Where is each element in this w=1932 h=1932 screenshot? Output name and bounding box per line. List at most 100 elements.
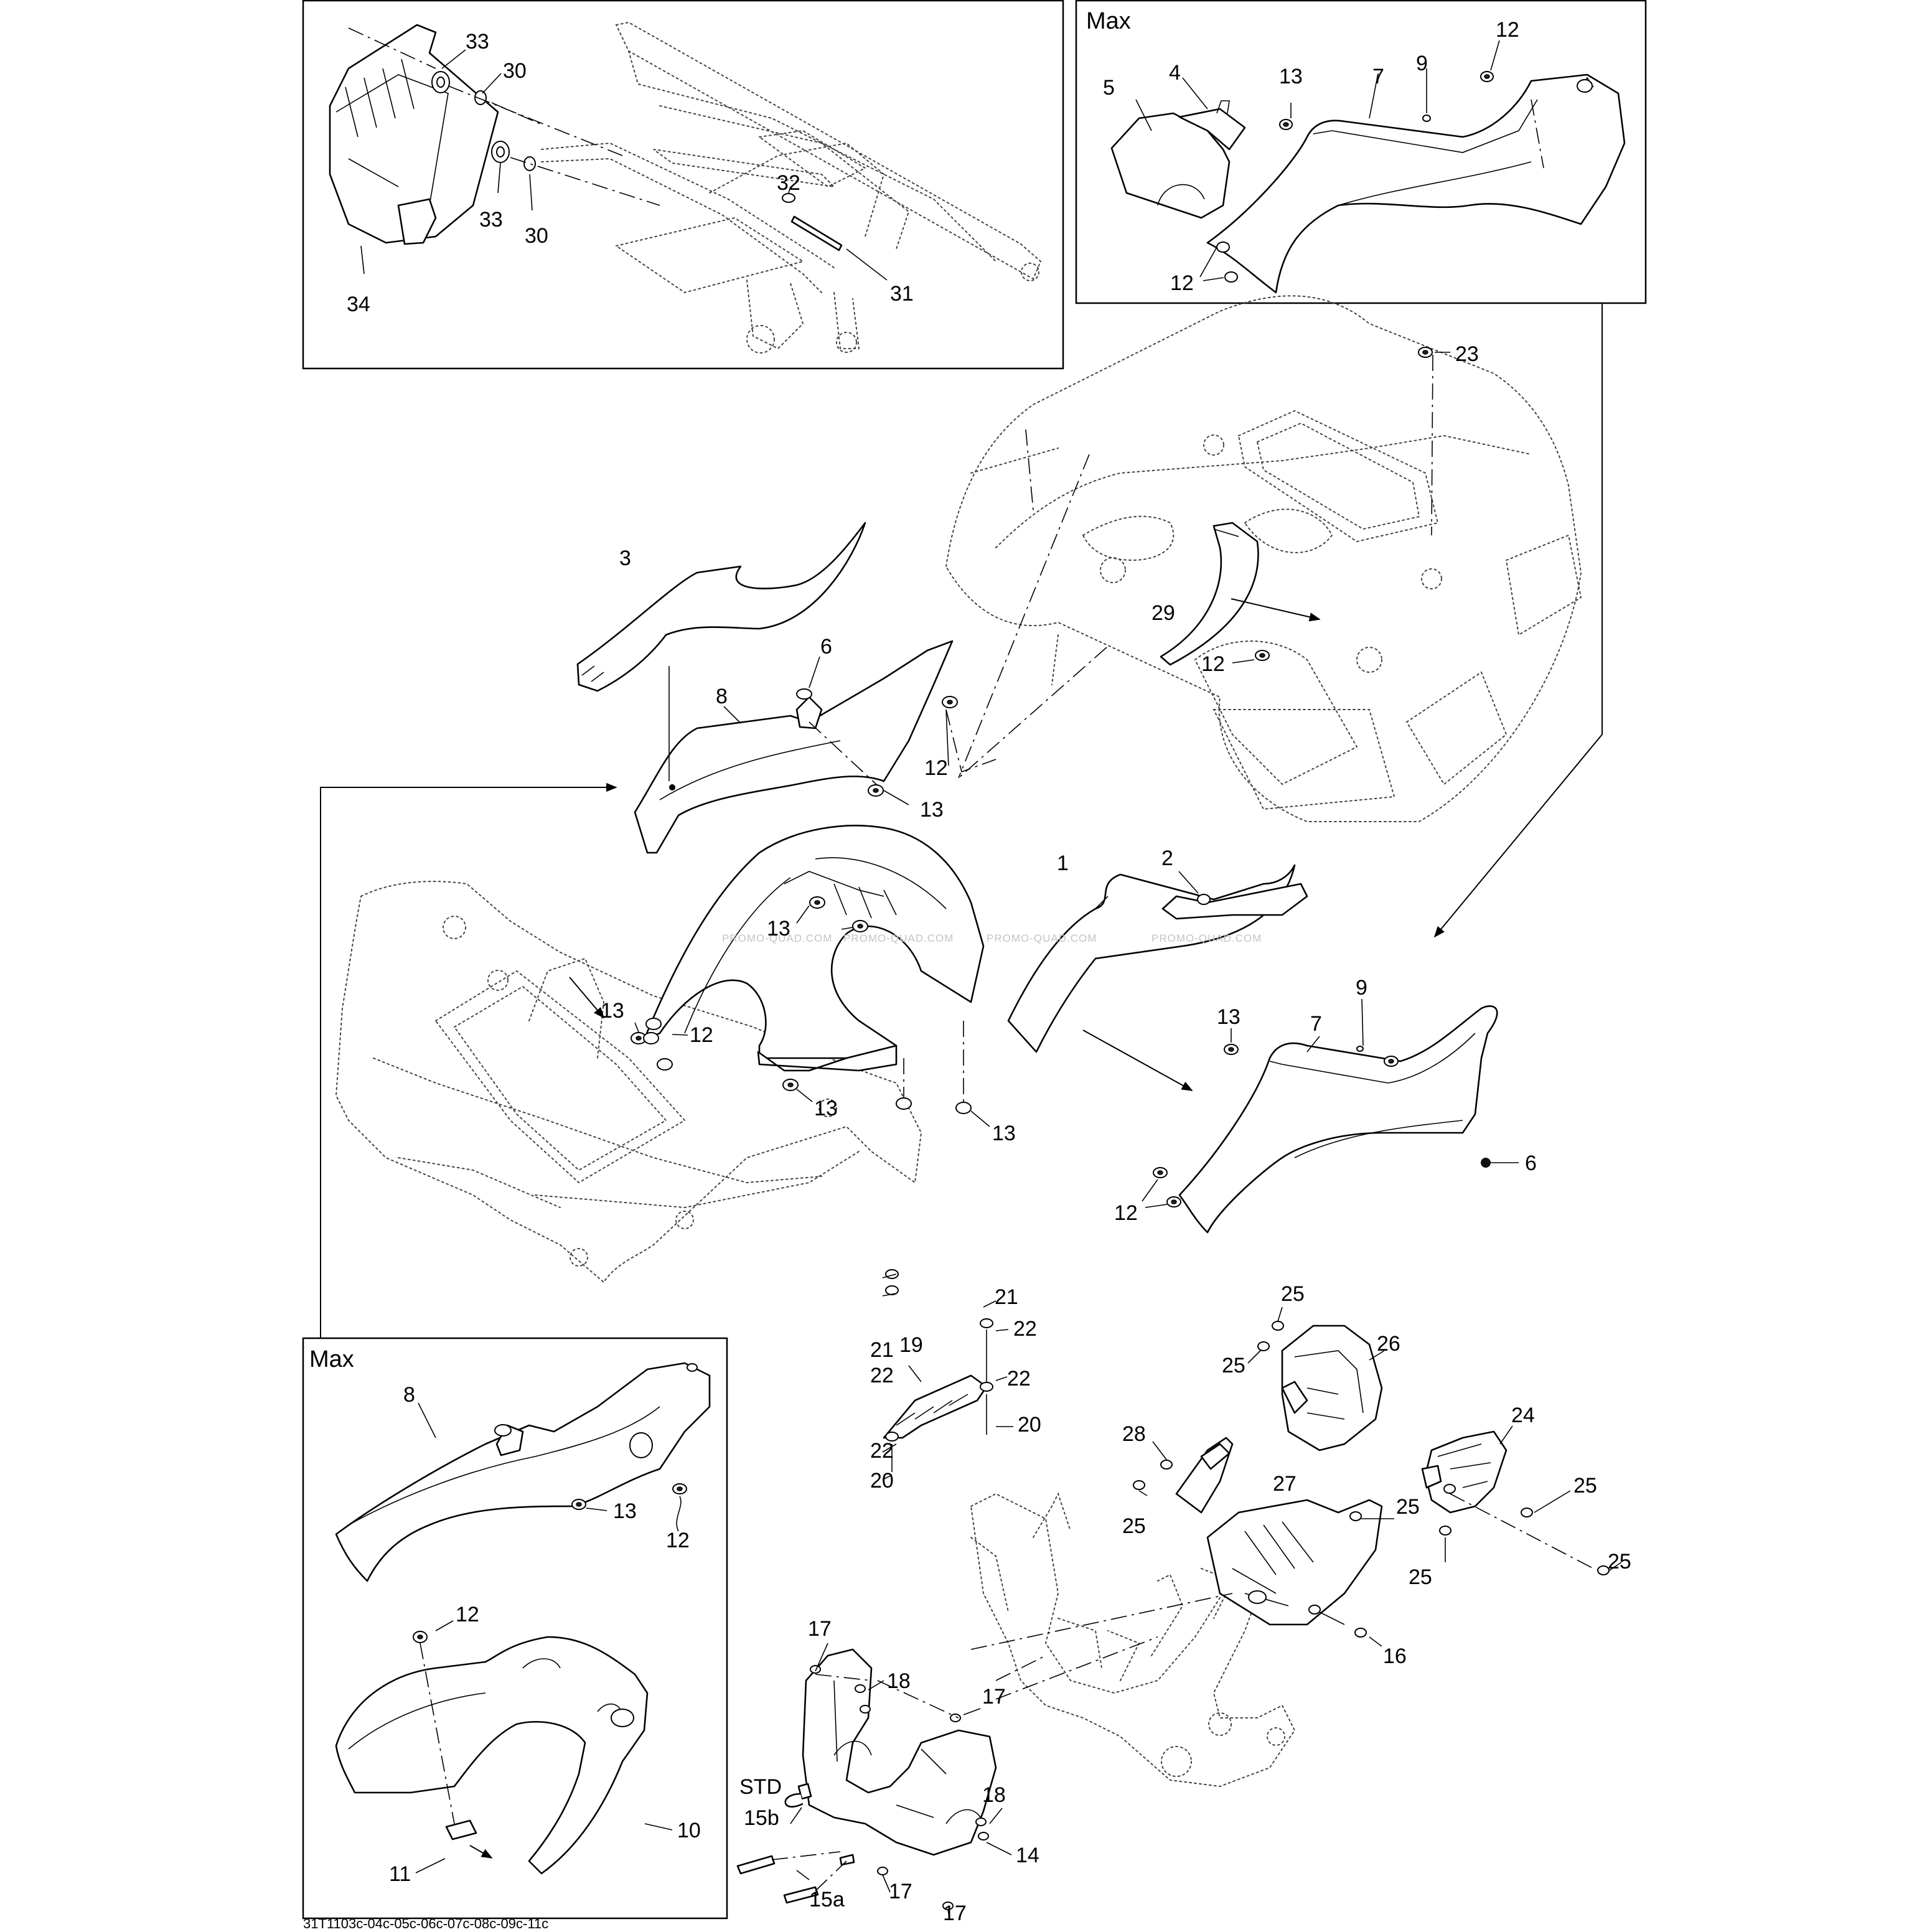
max-top-right-fasteners (1135, 40, 1544, 283)
arrow-max-to-7 (1433, 304, 1603, 938)
figure-reference: 31T1103c-04c-05c-06c-07c-08c-09c-11c (303, 1916, 548, 1931)
callout-30b: 30 (525, 224, 548, 248)
callout-33a: 33 (466, 30, 489, 54)
callout-24: 24 (1511, 1404, 1535, 1427)
callout-13e: 13 (814, 1097, 838, 1120)
front-frame-dotted (970, 1492, 1296, 1788)
skid-plate-27 (1206, 1499, 1394, 1647)
callout-17d: 17 (943, 1902, 967, 1925)
front-cover-solid (569, 825, 990, 1127)
callout-4: 4 (1169, 61, 1181, 85)
callout-25c: 25 (1396, 1495, 1420, 1519)
rear-frame-dotted (541, 21, 1042, 354)
callout-5: 5 (1103, 76, 1115, 100)
callout-7b: 7 (1310, 1012, 1322, 1036)
callout-22d: 22 (870, 1439, 894, 1463)
side-panel-7 (1082, 998, 1519, 1234)
arrow-29-to-fender (1231, 598, 1321, 622)
max-side-panel-8 (335, 1362, 711, 1582)
callout-17c: 17 (889, 1880, 912, 1903)
callout-25e: 25 (1122, 1514, 1146, 1538)
rear-fender-dotted (945, 295, 1582, 822)
callout-25g: 25 (1409, 1565, 1432, 1589)
watermark-4: PROMO-QUAD.COM (1151, 932, 1262, 944)
callout-13c: 13 (767, 917, 790, 940)
callout-16: 16 (1383, 1644, 1407, 1668)
callout-7a: 7 (1372, 65, 1384, 88)
callout-10: 10 (677, 1819, 701, 1842)
callout-29: 29 (1151, 601, 1175, 625)
side-panel-8 (634, 640, 996, 854)
deflector-26 (1247, 1306, 1385, 1451)
callout-12b: 12 (1170, 271, 1194, 295)
callout-12c: 12 (1201, 652, 1225, 676)
callout-13a: 13 (1279, 65, 1303, 88)
callout-21a: 21 (995, 1285, 1018, 1309)
callout-19: 19 (899, 1333, 923, 1357)
front-fender-dotted (335, 881, 922, 1283)
callout-8b: 8 (403, 1383, 415, 1407)
callout-26: 26 (1377, 1332, 1400, 1356)
callout-12a: 12 (1496, 18, 1519, 42)
fender-fasteners (1232, 347, 1450, 664)
callout-1: 1 (1057, 851, 1069, 875)
callout-12d: 12 (924, 756, 948, 780)
callout-std: STD (739, 1775, 782, 1799)
callout-12e: 12 (690, 1023, 713, 1047)
max-parts-4-5 (1110, 100, 1246, 219)
callout-30a: 30 (503, 59, 527, 83)
bracket-28 (1133, 1437, 1234, 1514)
callout-13f: 13 (992, 1122, 1016, 1145)
callout-13b: 13 (920, 798, 944, 822)
arrow-left-loop (320, 782, 617, 1338)
callout-25a: 25 (1281, 1282, 1305, 1306)
callout-20a: 20 (1018, 1413, 1041, 1437)
max-top-right-title: Max (1086, 8, 1131, 34)
part-2 (1161, 871, 1308, 920)
callout-25b: 25 (1222, 1354, 1245, 1377)
top-left-detail-box (302, 0, 1064, 370)
callout-9b: 9 (1356, 976, 1367, 1000)
callout-12g: 12 (666, 1529, 690, 1552)
callout-25d: 25 (1573, 1474, 1597, 1498)
callout-18b: 18 (982, 1783, 1006, 1807)
callout-8a: 8 (716, 685, 728, 708)
callout-22b: 22 (870, 1364, 894, 1387)
callout-18a: 18 (887, 1669, 911, 1693)
max-bottom-left-title: Max (309, 1346, 354, 1372)
callout-6a: 6 (820, 635, 832, 659)
watermark-1: PROMO-QUAD.COM (722, 932, 832, 944)
callout-28: 28 (1122, 1422, 1146, 1446)
bracket-24 (1421, 1425, 1622, 1575)
callout-23: 23 (1455, 342, 1479, 366)
callout-13g: 13 (1217, 1005, 1240, 1029)
callout-22a: 22 (1013, 1317, 1037, 1341)
watermark-2: PROMO-QUAD.COM (843, 932, 954, 944)
callout-9a: 9 (1416, 52, 1428, 75)
callout-32: 32 (777, 171, 800, 195)
callout-3: 3 (619, 546, 631, 570)
callout-13d: 13 (601, 999, 624, 1023)
callout-labels: 33 30 33 30 32 3 1 34 4 5 13 7 9 12 12 23… (347, 18, 1631, 1925)
callout-33b: 33 (479, 208, 503, 232)
callout-2: 2 (1161, 846, 1173, 870)
top-left-leaders (348, 27, 888, 281)
callout-15b: 15b (744, 1806, 779, 1830)
callout-34: 34 (347, 293, 370, 316)
callout-17b: 17 (982, 1685, 1006, 1709)
callout-15a: 15a (809, 1888, 845, 1911)
callout-12h: 12 (456, 1603, 479, 1626)
max-bottom-left-box (302, 1337, 728, 1920)
callout-11: 11 (389, 1862, 411, 1886)
bumper-14 (736, 1593, 1233, 1918)
callout-20b: 20 (870, 1469, 894, 1493)
callout-13h: 13 (613, 1499, 637, 1523)
trim-29 (1160, 522, 1259, 666)
callout-12f: 12 (1114, 1201, 1138, 1225)
max-cover-10 (335, 1620, 673, 1875)
callout-14: 14 (1016, 1844, 1039, 1867)
bracket-34 (329, 24, 499, 245)
max-top-right-box (1075, 0, 1647, 304)
max-side-panel-7 (1206, 73, 1626, 294)
callout-25f: 25 (1608, 1550, 1631, 1573)
